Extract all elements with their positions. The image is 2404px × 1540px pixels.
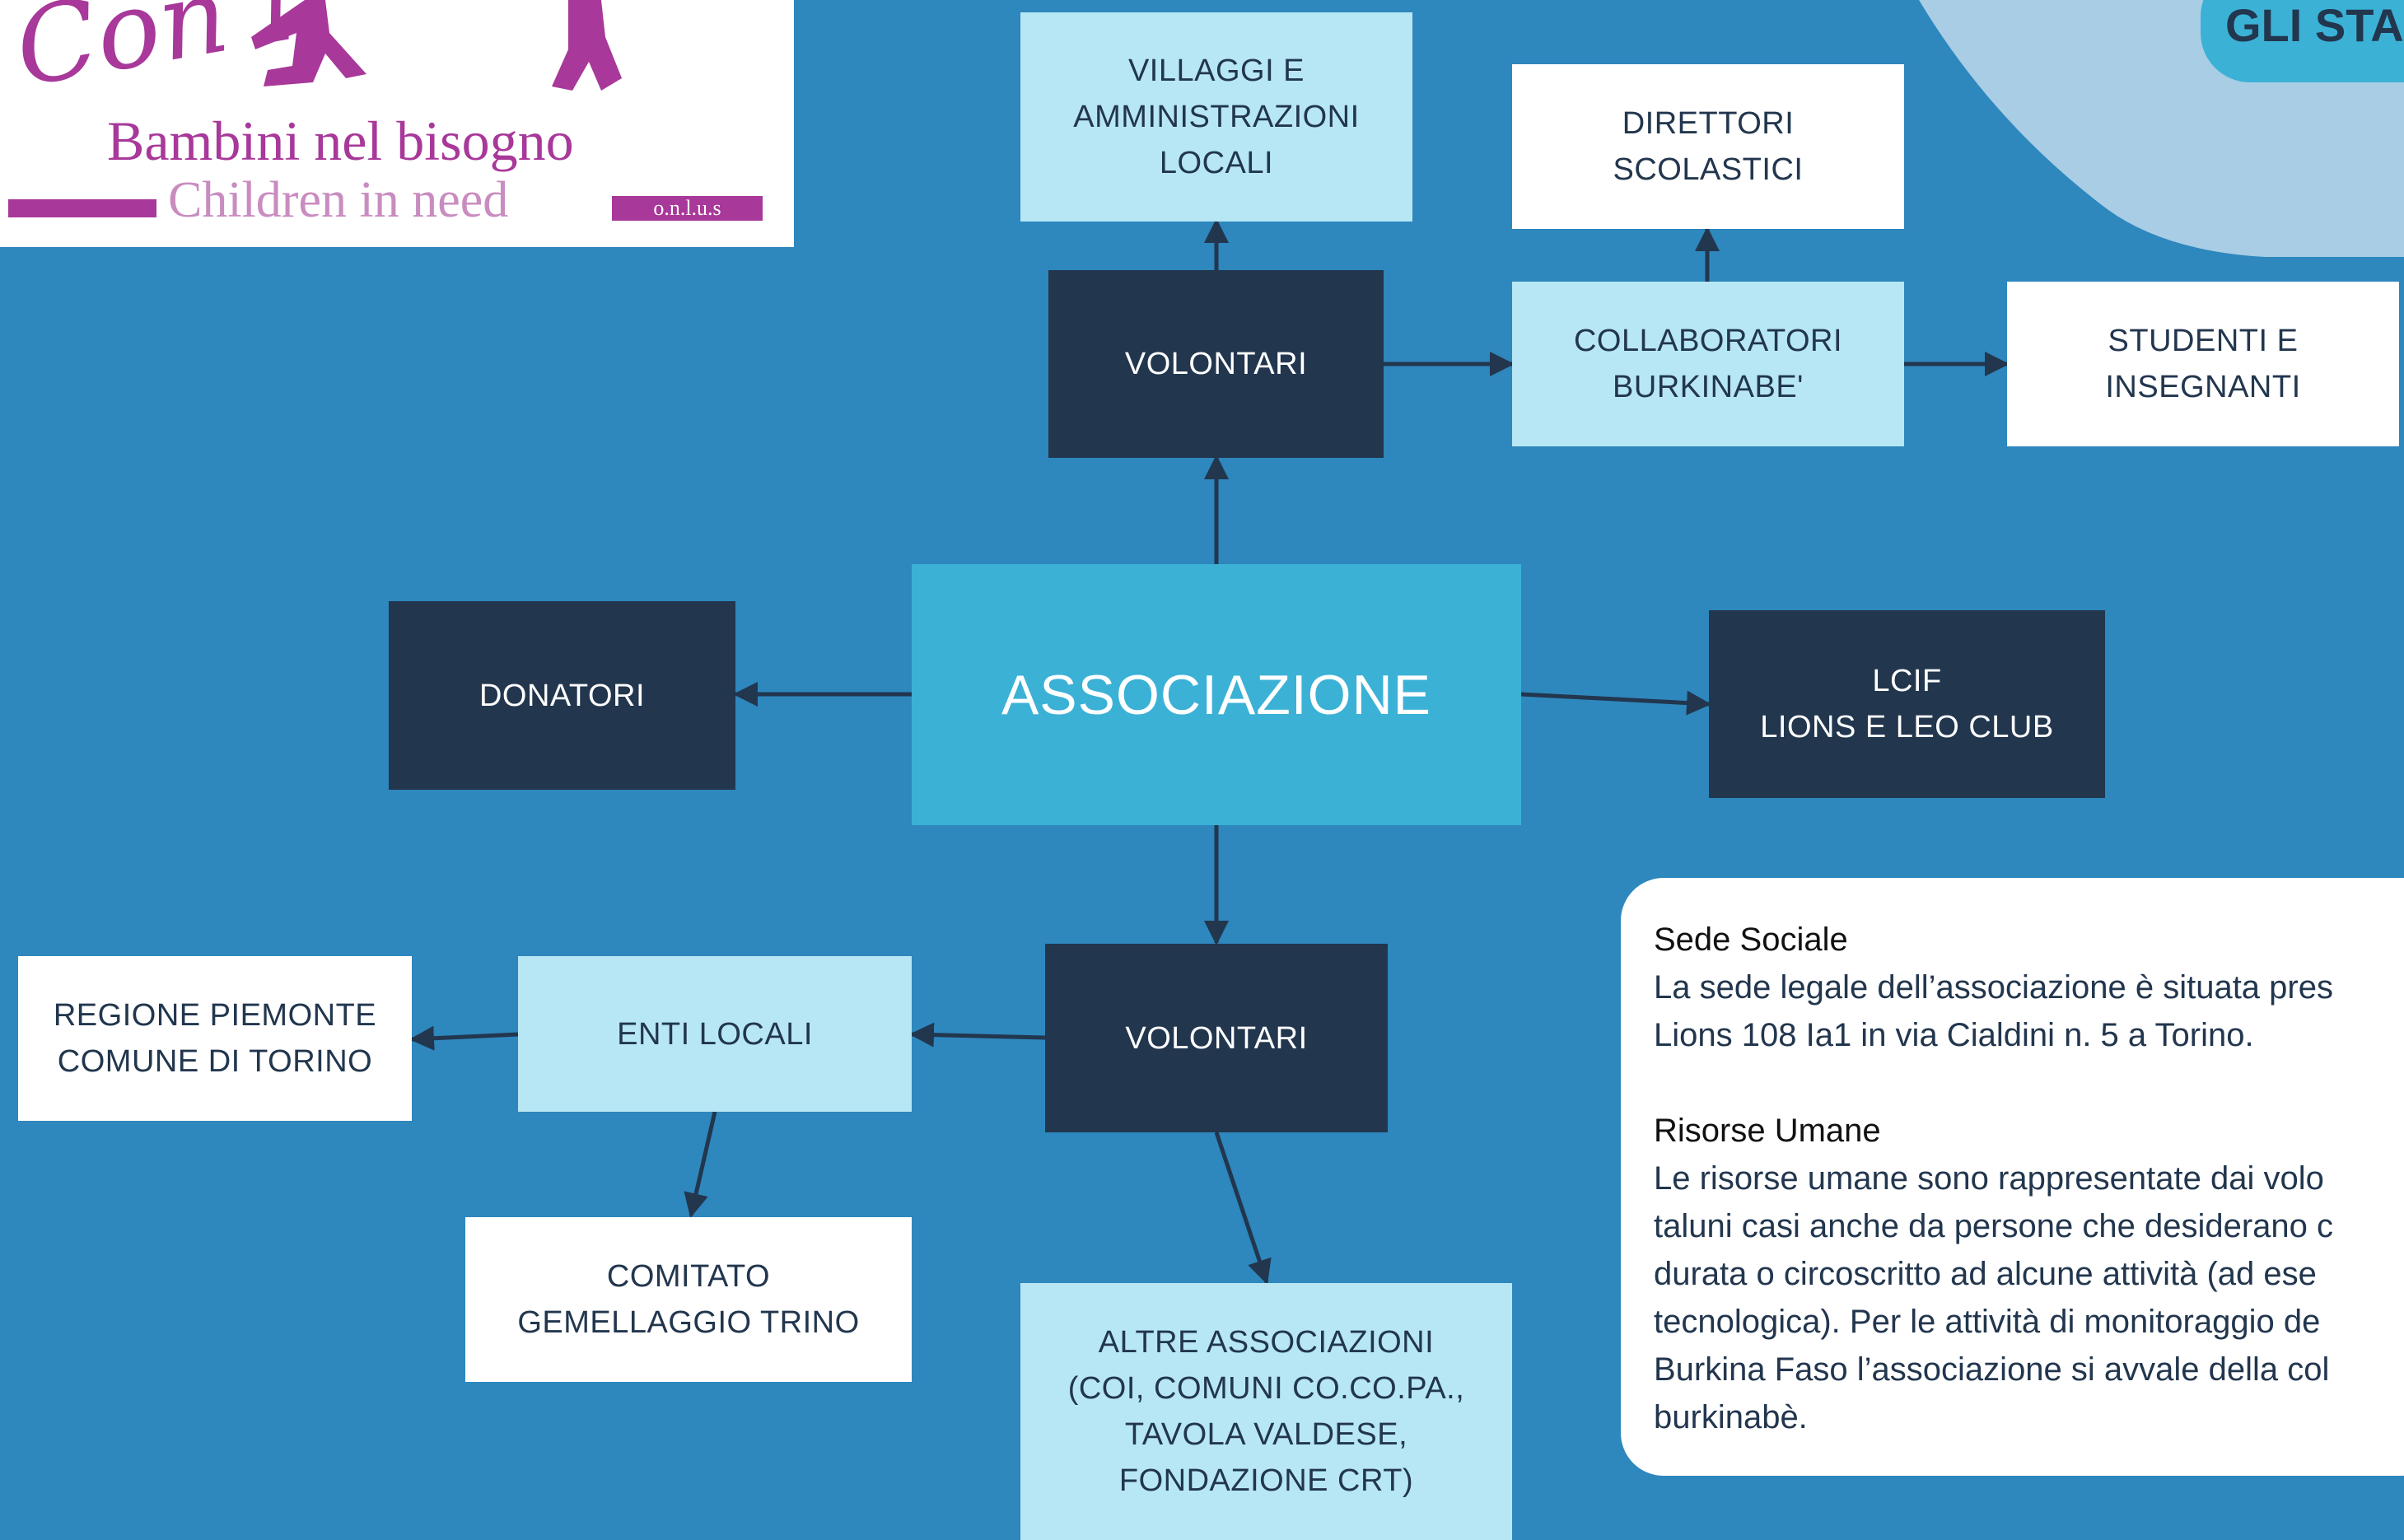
- logo-onlus-tag: o.n.l.u.s: [612, 196, 763, 221]
- info-text-line: durata o circoscritto ad alcune attività…: [1654, 1256, 2317, 1292]
- info-heading-risorse: Risorse Umane: [1654, 1113, 1881, 1149]
- node-collaboratori: COLLABORATORI BURKINABE': [1512, 282, 1904, 446]
- info-text-line: Burkina Faso l’associazione si avvale de…: [1654, 1351, 2330, 1388]
- info-text-line: Le risorse umane sono rappresentate dai …: [1654, 1160, 2324, 1197]
- node-direttori: DIRETTORI SCOLASTICI: [1512, 64, 1904, 229]
- info-panel: Sede Sociale La sede legale dell’associa…: [1621, 878, 2404, 1476]
- node-volontari-bottom: VOLONTARI: [1045, 944, 1388, 1132]
- arrow-enti-to-regione: [409, 1025, 519, 1051]
- node-villaggi: VILLAGGI E AMMINISTRAZIONI LOCALI: [1020, 12, 1412, 222]
- node-lcif: LCIF LIONS E LEO CLUB: [1709, 610, 2105, 798]
- node-regione: REGIONE PIEMONTE COMUNE DI TORINO: [18, 956, 412, 1121]
- node-donatori: DONATORI: [389, 601, 735, 790]
- logo-subtitle: Children in need: [168, 172, 509, 228]
- header-badge: GLI STA: [2201, 0, 2404, 82]
- node-comitato: COMITATO GEMELLAGGIO TRINO: [465, 1217, 912, 1382]
- arrow-assoc-to-lcif: [1520, 690, 1711, 716]
- children-figures-icon: [251, 0, 622, 91]
- info-heading-sede: Sede Sociale: [1654, 922, 1848, 958]
- node-altre-associazioni: ALTRE ASSOCIAZIONI (COI, COMUNI CO.CO.PA…: [1020, 1283, 1512, 1540]
- node-volontari-top: VOLONTARI: [1048, 270, 1384, 458]
- arrow-volontari-to-altre: [1214, 1132, 1272, 1285]
- info-text-line: burkinabè.: [1654, 1399, 1808, 1435]
- arrow-enti-to-comitato: [684, 1111, 717, 1218]
- node-associazione: ASSOCIAZIONE: [912, 564, 1521, 825]
- info-text-line: Lions 108 Ia1 in via Cialdini n. 5 a Tor…: [1654, 1017, 2254, 1053]
- logo-bar-left: [8, 199, 156, 217]
- info-text-line: tecnologica). Per le attività di monitor…: [1654, 1304, 2321, 1340]
- info-text-line: La sede legale dell’associazione è situa…: [1654, 969, 2333, 1006]
- logo: Con i Bambini nel bisogno Children in ne…: [0, 0, 794, 247]
- info-text-line: taluni casi anche da persone che desider…: [1654, 1208, 2333, 1244]
- logo-title: Bambini nel bisogno: [107, 110, 574, 172]
- node-studenti: STUDENTI E INSEGNANTI: [2007, 282, 2399, 446]
- node-enti-locali: ENTI LOCALI: [518, 956, 912, 1112]
- arrow-volontari-to-enti: [909, 1022, 1046, 1048]
